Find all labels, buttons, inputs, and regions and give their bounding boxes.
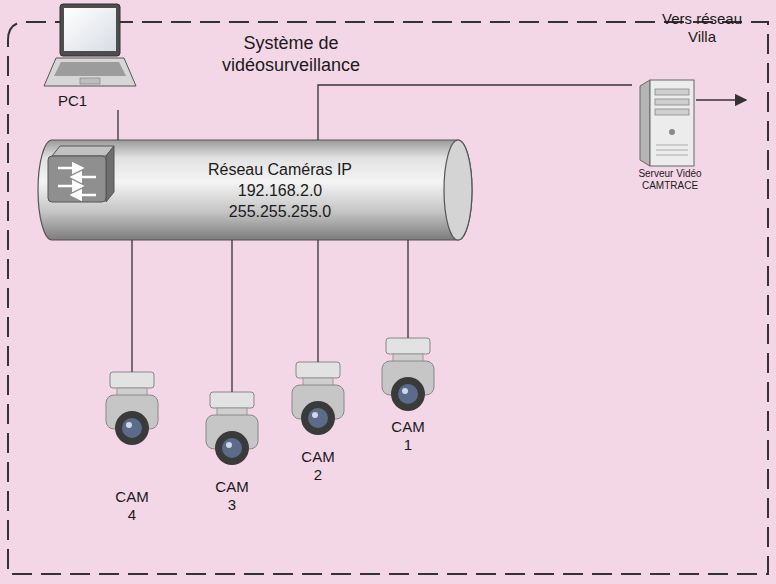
text-group: CAM 3 bbox=[212, 478, 252, 514]
node-label: Serveur Vidéo CAMTRACE bbox=[632, 168, 708, 192]
laptop-node: PC1 bbox=[46, 0, 138, 110]
camera-node: CAM 1 bbox=[373, 338, 443, 454]
network-link bbox=[317, 240, 318, 362]
camera-node: CAM 4 bbox=[97, 372, 167, 524]
switch-icon bbox=[48, 146, 114, 202]
network-link bbox=[407, 240, 408, 338]
text-group: Serveur Vidéo CAMTRACE bbox=[632, 168, 708, 192]
node-detail: 192.168.2.0 bbox=[238, 180, 323, 201]
destination-label: Vers réseau Villa bbox=[652, 10, 752, 46]
camera-icon bbox=[206, 392, 258, 465]
outgoing-arrow bbox=[696, 99, 746, 100]
node-label: Réseau Caméras IP bbox=[208, 159, 352, 180]
camera-node: CAM 2 bbox=[283, 362, 353, 484]
laptop-icon bbox=[44, 4, 136, 86]
network-link bbox=[231, 240, 232, 392]
node-label: PC1 bbox=[58, 92, 138, 110]
cylinder-end bbox=[444, 140, 472, 240]
network-link bbox=[318, 85, 632, 140]
camera-icon bbox=[292, 362, 344, 435]
network-link bbox=[131, 240, 132, 372]
node-detail: 255.255.255.0 bbox=[229, 201, 331, 222]
node-label: CAM 2 bbox=[298, 448, 338, 484]
text-group: CAM 4 bbox=[112, 488, 152, 524]
text-group: CAM 2 bbox=[298, 448, 338, 484]
node-label: Système de vidéosurveillance bbox=[196, 32, 386, 76]
camera-node: CAM 3 bbox=[197, 392, 267, 514]
node-label: CAM 1 bbox=[388, 418, 428, 454]
text-group: PC1 bbox=[46, 92, 138, 110]
video-server: Serveur Vidéo CAMTRACE bbox=[632, 78, 708, 192]
node-label: CAM 3 bbox=[212, 478, 252, 514]
system-boundary: Système de vidéosurveillancePC1Serveur V… bbox=[8, 22, 768, 574]
server-icon bbox=[640, 80, 694, 166]
network-cylinder bbox=[38, 140, 472, 240]
network-pipe: Réseau Caméras IP192.168.2.0255.255.255.… bbox=[38, 140, 472, 240]
text-group: Système de vidéosurveillance bbox=[196, 32, 386, 76]
boundary-outline bbox=[8, 22, 768, 574]
camera-icon bbox=[106, 372, 158, 445]
text-group: Réseau Caméras IP192.168.2.0255.255.255.… bbox=[38, 140, 472, 240]
camera-icon bbox=[382, 338, 434, 411]
network-link bbox=[117, 110, 118, 140]
node-label: CAM 4 bbox=[112, 488, 152, 524]
text-group: CAM 1 bbox=[388, 418, 428, 454]
